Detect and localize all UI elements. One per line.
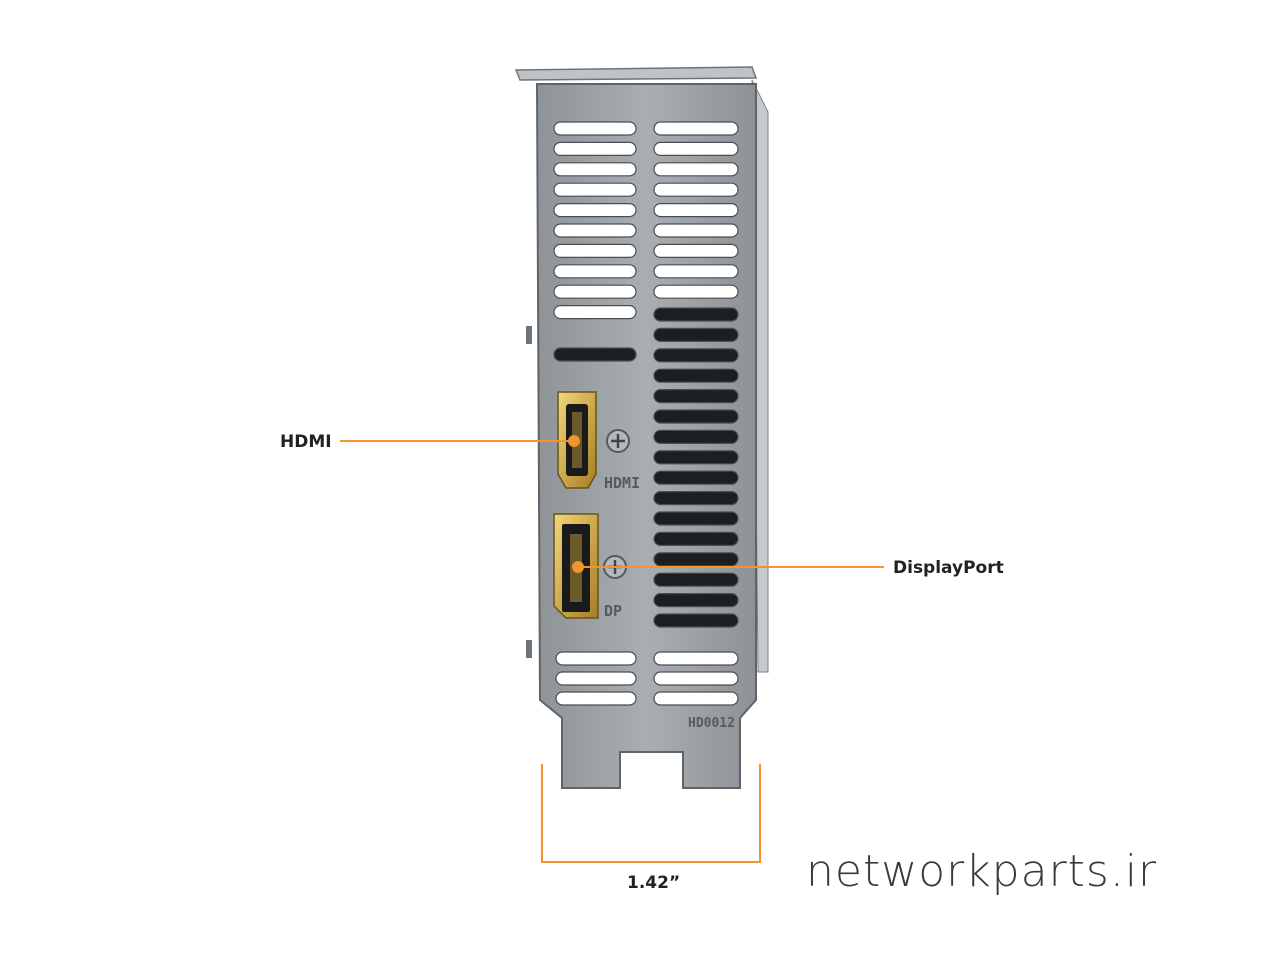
side-tab [526,640,532,658]
vent-slot [653,327,739,342]
callout-lines [340,440,884,863]
vent-slot [653,531,739,547]
vent-slot [653,691,739,706]
vent-slot [653,162,739,177]
vent-slot [653,671,739,686]
vent-slot [653,613,739,628]
vent-slots [553,121,739,706]
vent-slot [555,651,637,666]
vent-slot [653,450,739,465]
vent-slot [653,389,739,404]
displayport-callout-label: DisplayPort [893,558,1004,578]
vent-slot [653,651,739,666]
watermark: networkparts.ir [806,846,1158,897]
vent-slot [553,223,637,238]
bracket-marking-hdmi: HDMI [604,474,641,492]
vent-slot [653,243,739,258]
vent-slot [555,691,637,706]
vent-slot [553,347,637,362]
vent-slot [653,182,739,197]
vent-slot [653,552,739,567]
vent-slot [653,284,739,299]
vent-slot [653,429,739,444]
vent-slot [553,203,637,218]
vent-slot [653,348,739,363]
vent-slot [555,671,637,686]
screw-icon [606,429,630,453]
vent-slot [553,264,637,279]
vent-slot [653,121,739,136]
vent-slot [653,511,739,526]
vent-slot [653,409,739,424]
vent-slot [553,182,637,197]
hdmi-callout-dot [568,435,580,447]
bracket-flange [514,66,758,81]
vent-slot [553,121,637,136]
vent-slot [653,470,739,485]
vent-slot [653,368,739,383]
vent-slot [653,203,739,218]
vent-slot [553,141,637,156]
vent-slot [653,491,739,506]
vent-slot [553,162,637,177]
vent-slot [553,243,637,258]
vent-slot [553,305,637,320]
vent-slot [653,141,739,156]
vent-slot [653,592,739,608]
bracket-marking-dp: DP [604,602,623,620]
width-dimension-label: 1.42” [627,873,681,893]
vent-slot [653,307,739,322]
dp-callout-dot [572,561,584,573]
vent-slot [653,223,739,238]
hdmi-callout-label: HDMI [280,432,332,452]
vent-slot [653,264,739,279]
vent-slot [653,572,739,587]
vent-slot [553,284,637,299]
bracket-marking-code: HD0012 [688,716,735,731]
side-tab [526,326,532,344]
